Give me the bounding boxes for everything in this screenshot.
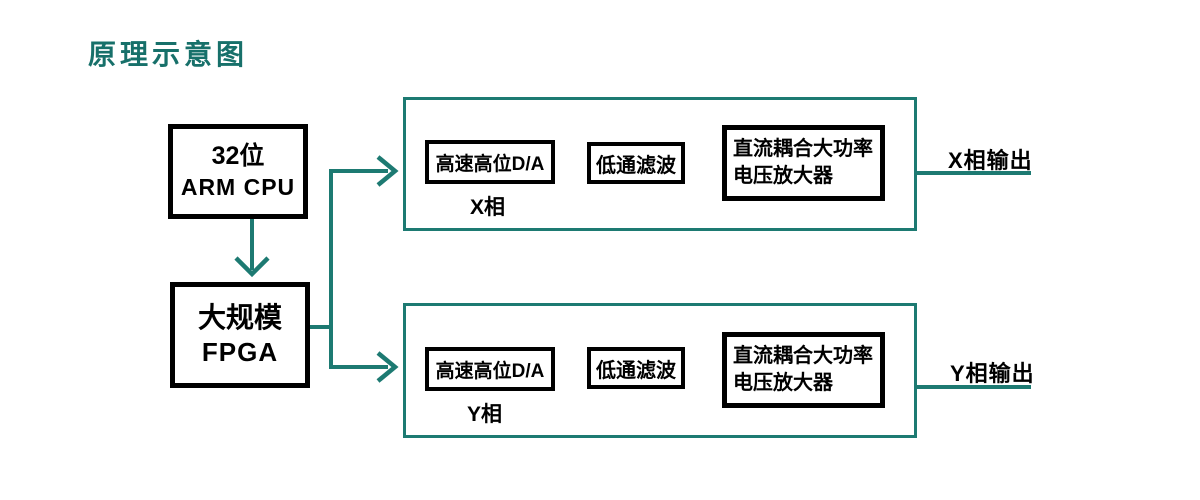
y-amplifier-line1: 直流耦合大功率 — [733, 345, 873, 367]
arrow-to-y-channel-head — [376, 351, 399, 383]
x-output-label: X相输出 — [948, 148, 1033, 173]
x-dac-block: 高速高位D/A — [425, 140, 555, 184]
y-filter-block: 低通滤波 — [587, 347, 685, 389]
y-dac-block: 高速高位D/A — [425, 347, 555, 391]
x-filter-block: 低通滤波 — [587, 142, 685, 184]
fpga-block-line1: 大规模 — [197, 301, 282, 333]
x-amplifier-line2: 电压放大器 — [733, 165, 833, 187]
cpu-block-line2: ARM CPU — [180, 173, 296, 200]
y-amplifier-line2: 电压放大器 — [733, 372, 833, 394]
y-amplifier-block: 直流耦合大功率 电压放大器 — [722, 332, 885, 408]
fpga-block-line2: FPGA — [201, 337, 279, 368]
fpga-block: 大规模 FPGA — [170, 282, 310, 388]
page-title: 原理示意图 — [88, 39, 249, 70]
x-amplifier-line1: 直流耦合大功率 — [733, 138, 873, 160]
y-output-label: Y相输出 — [950, 361, 1035, 386]
x-amplifier-block: 直流耦合大功率 电压放大器 — [722, 125, 885, 201]
arrow-to-x-channel-head — [376, 155, 399, 187]
x-phase-label: X相 — [470, 196, 506, 219]
cpu-block-line1: 32位 — [211, 142, 265, 171]
arrow-cpu-to-fpga-head — [234, 256, 270, 278]
y-phase-label: Y相 — [467, 403, 503, 426]
cpu-block: 32位 ARM CPU — [168, 124, 308, 219]
